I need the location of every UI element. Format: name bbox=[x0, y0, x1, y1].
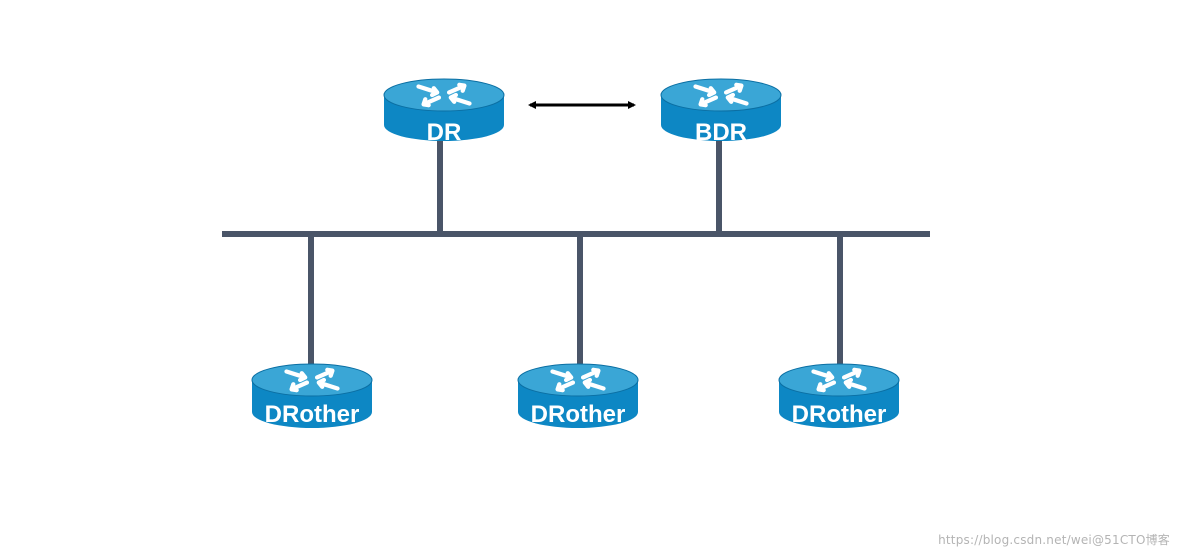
router-bdr: BDR bbox=[660, 78, 782, 146]
router-top bbox=[517, 363, 639, 397]
router-label: DRother bbox=[265, 401, 360, 428]
network-links bbox=[222, 140, 930, 372]
router-drother-2: DRother bbox=[517, 363, 639, 428]
router-label: DRother bbox=[531, 401, 626, 428]
router-label: DRother bbox=[792, 401, 887, 428]
router-top bbox=[778, 363, 900, 397]
router-dr: DR bbox=[383, 78, 505, 146]
router-top bbox=[383, 78, 505, 112]
router-drother-3: DRother bbox=[778, 363, 900, 428]
router-label: DR bbox=[427, 119, 462, 146]
router-label: BDR bbox=[695, 119, 747, 146]
router-top bbox=[251, 363, 373, 397]
watermark-text: https://blog.csdn.net/wei@51CTO博客 bbox=[938, 533, 1170, 547]
router-top bbox=[660, 78, 782, 112]
router-drother-1: DRother bbox=[251, 363, 373, 428]
